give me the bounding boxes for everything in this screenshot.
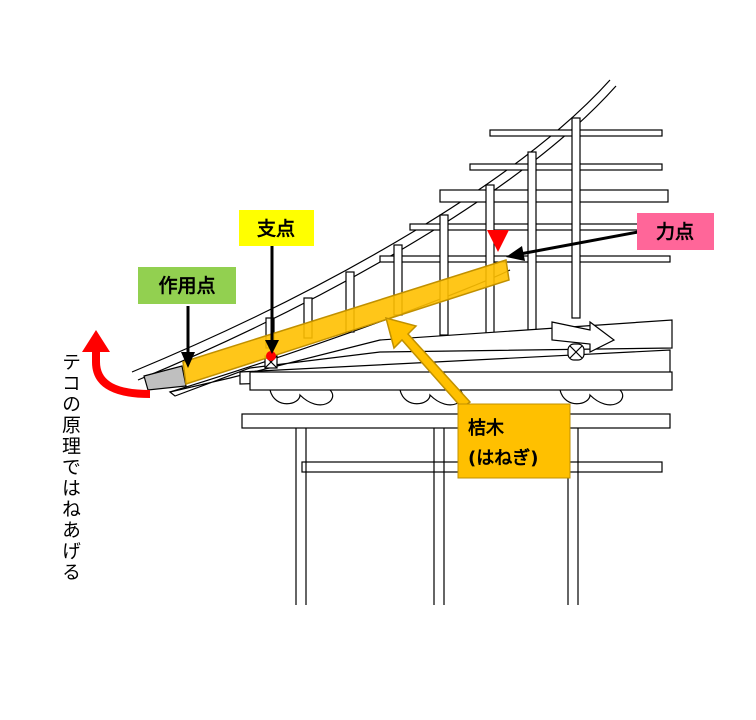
post-2	[527, 151, 537, 333]
batten-3	[439, 189, 669, 203]
effort-arrow-shaft	[519, 230, 639, 256]
roof-structure	[131, 79, 673, 605]
effort-arrow-head	[506, 246, 525, 261]
pointer-arrows	[181, 230, 639, 368]
red-dot-fulcrum-icon	[266, 351, 276, 361]
load-arrow-head	[181, 352, 195, 368]
bracket-decor	[269, 389, 624, 406]
batten-4	[409, 223, 669, 231]
label-member: 桔木 (はねぎ)	[457, 403, 571, 479]
red-triangle-marker-icon	[487, 230, 509, 252]
outline-arrow-shape	[551, 320, 616, 353]
label-load: 作用点	[138, 267, 236, 304]
roof-curve-outer	[131, 79, 611, 373]
red-up-arrow-icon	[82, 330, 151, 398]
member-callout-arrow	[384, 316, 472, 410]
block-x-icon	[567, 343, 585, 361]
beam-lower	[241, 413, 671, 429]
label-member-line1: 桔木	[468, 417, 505, 439]
batten-2	[469, 163, 663, 171]
fulcrum-arrow-head	[265, 340, 279, 354]
label-fulcrum-text: 支点	[256, 218, 295, 240]
post-1	[571, 117, 581, 319]
post-4	[439, 214, 449, 336]
beam-main	[249, 371, 673, 391]
post-3	[485, 184, 495, 336]
eave-end-piece	[143, 365, 187, 391]
label-member-line2: (はねぎ)	[468, 447, 538, 469]
label-effort: 力点	[637, 213, 714, 250]
lever-beam	[182, 259, 510, 385]
label-fulcrum: 支点	[239, 210, 314, 246]
note-vertical-text: テコの原理ではねあげる	[59, 352, 81, 583]
post-6	[345, 271, 355, 333]
eave-board-1	[168, 319, 673, 397]
batten-5	[379, 255, 671, 263]
label-load-text: 作用点	[158, 274, 215, 297]
label-effort-text: 力点	[656, 220, 694, 243]
